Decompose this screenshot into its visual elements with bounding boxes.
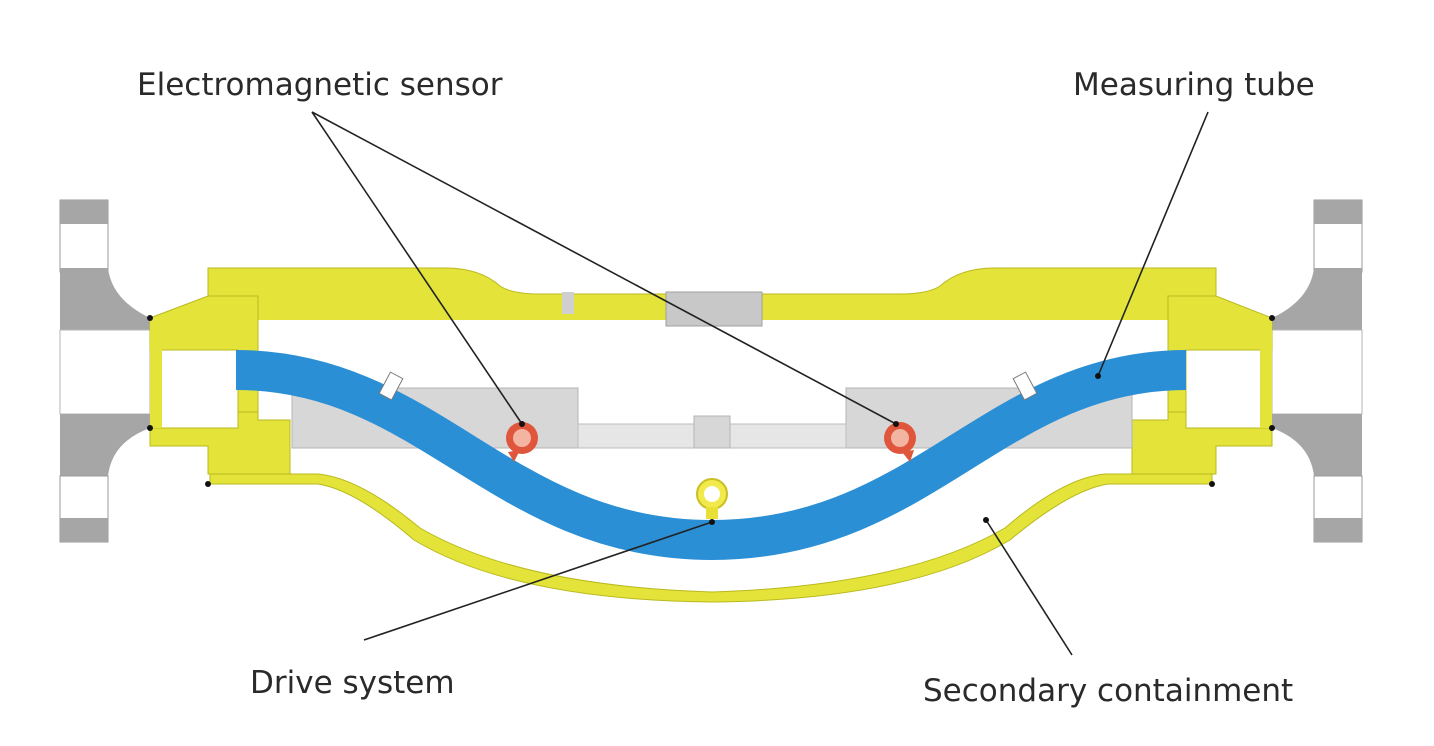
tube-mount-right xyxy=(1012,371,1038,401)
left-flange xyxy=(59,199,151,543)
right-flange xyxy=(1271,199,1363,543)
label-secondary-containment: Secondary containment xyxy=(923,673,1294,709)
sensor-right xyxy=(884,422,916,462)
measuring-tube xyxy=(235,350,1187,561)
label-drive-system: Drive system xyxy=(250,665,455,701)
weld-points xyxy=(147,315,1275,487)
label-electromagnetic-sensor: Electromagnetic sensor xyxy=(137,67,503,103)
drive-coil xyxy=(696,478,728,519)
leader-lines xyxy=(311,111,1209,656)
label-measuring-tube: Measuring tube xyxy=(1073,67,1315,103)
housing xyxy=(149,267,1273,475)
sensor-left xyxy=(506,422,538,462)
tube-mount-left xyxy=(378,371,404,401)
